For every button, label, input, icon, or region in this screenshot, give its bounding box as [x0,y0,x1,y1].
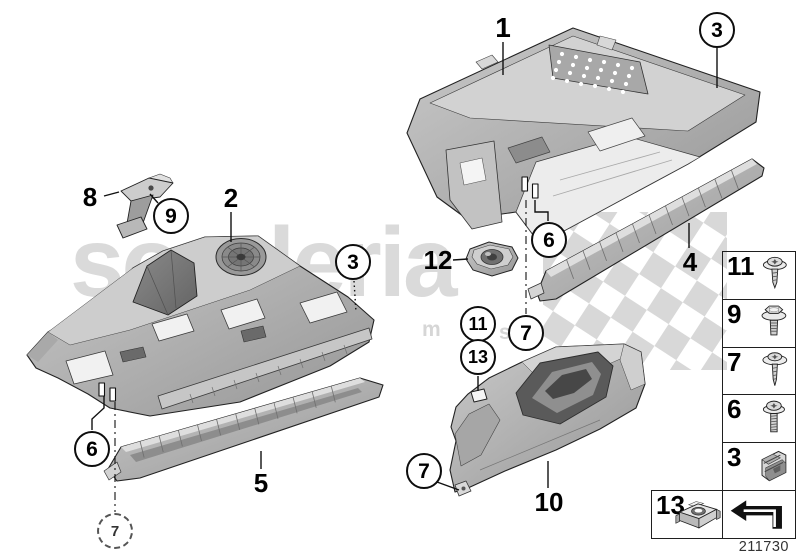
legend-row-arrow[interactable] [723,491,795,539]
callout-circle-7-mid[interactable]: 7 [508,315,544,351]
callout-circle-13[interactable]: 13 [460,339,496,375]
callout-circle-7-hidden[interactable]: 7 [97,513,133,549]
legend-label: 9 [727,298,742,329]
callout-circle-7-duct[interactable]: 7 [406,453,442,489]
part-label-1[interactable]: 1 [495,12,511,43]
part-2-drawing [26,235,375,417]
callout-circle-6-mid[interactable]: 6 [531,222,567,258]
watermark-letter: s [499,321,511,344]
callout-circle-3-top[interactable]: 3 [699,12,735,48]
part-12-drawing [465,241,519,277]
fastener-legend: 11 9 7 [722,251,796,539]
screw-pan-torx-pointed-icon [762,257,787,290]
part-10-drawing [449,343,646,497]
callout-circle-3-left[interactable]: 3 [335,244,371,280]
cage-nut-icon [675,501,721,529]
screw-hex-washer-icon [761,305,787,336]
legend-label: 3 [727,442,742,473]
callout-lines [91,42,718,512]
legend-row-7: 7 [723,348,795,396]
part-label-5[interactable]: 5 [253,468,269,498]
part-4-drawing [527,158,765,302]
legend-row-6: 6 [723,394,795,444]
sheet-metal-clip-icon [761,450,787,481]
legend-label: 7 [727,346,742,377]
part-8-drawing [116,173,174,239]
part-label-12[interactable]: 12 [423,245,453,275]
part-label-2[interactable]: 2 [223,183,239,213]
screw-round-torx-icon [762,400,785,433]
legend-row-13: 13 [651,489,723,539]
part-1-drawing [406,27,761,237]
legend-label: 11 [727,251,755,281]
legend-row-3: 3 [723,443,795,491]
continue-arrow-icon [730,500,782,529]
callout-circle-9[interactable]: 9 [153,198,189,234]
part-5-drawing [103,377,384,482]
callout-circle-11[interactable]: 11 [460,306,496,342]
legend-row-11: 11 [723,252,795,300]
part-label-10[interactable]: 10 [534,487,564,517]
watermark-letter: m [422,318,441,341]
legend-row-9: 9 [723,300,795,348]
callout-circle-6-left[interactable]: 6 [74,431,110,467]
part-label-4[interactable]: 4 [682,247,698,277]
screw-pan-torx-pointed-icon [762,352,788,386]
legend-label: 6 [727,394,742,425]
part-label-8[interactable]: 8 [82,182,98,212]
diagram-number: 211730 [738,539,789,555]
